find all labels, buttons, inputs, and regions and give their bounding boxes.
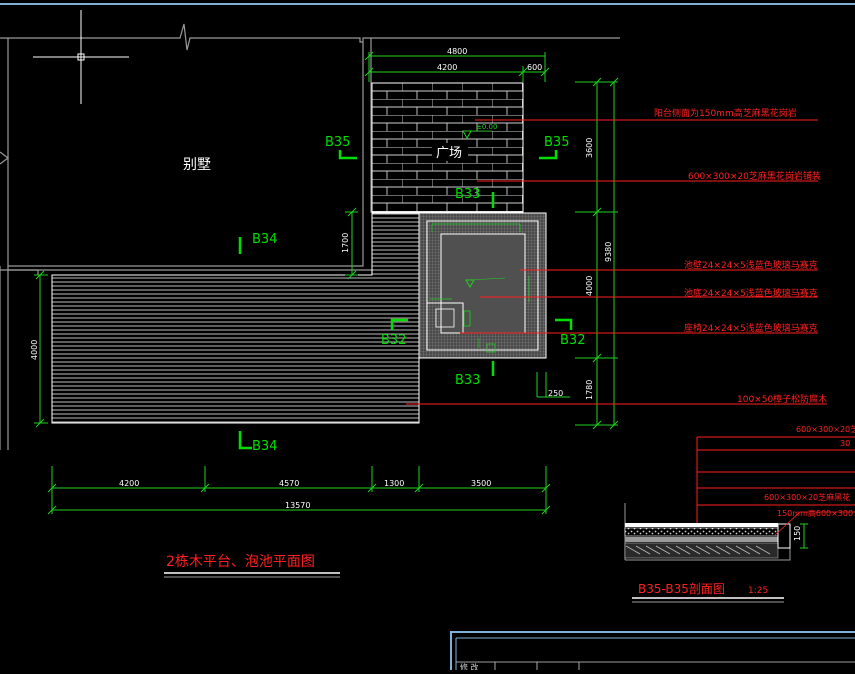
section-text-2: 30 [840, 439, 850, 448]
dimension-lines [34, 51, 619, 515]
title-block: 修 改 [450, 631, 855, 674]
section-markers [238, 150, 573, 450]
annotation-pine-wood: 100×50樟子松防腐木 [737, 393, 827, 405]
dim-bottom-1300: 1300 [384, 479, 404, 488]
dim-bottom-4200: 4200 [119, 479, 139, 488]
section-marker-texts: B35 B35 B34 B34 B33 B33 B32 B32 [252, 135, 585, 454]
marker-b32-right: B32 [560, 333, 585, 348]
marker-b32-left: B32 [381, 333, 406, 348]
dim-top-right: 600 [527, 63, 542, 72]
pool [418, 212, 547, 359]
dim-right-4000: 4000 [585, 276, 594, 296]
section-title-text: B35-B35剖面图 [638, 582, 725, 596]
plan-title: 2栋木平台、泡池平面图 [164, 553, 340, 578]
dim-left-4000: 4000 [30, 340, 39, 360]
dim-bottom-total: 13570 [285, 501, 310, 510]
marker-b35-left: B35 [325, 135, 350, 150]
dim-bottom-4570: 4570 [279, 479, 299, 488]
annotation-seat-mosaic: 座椅24×24×5浅蓝色玻璃马赛克 [684, 322, 818, 334]
dim-right-1780: 1780 [585, 380, 594, 400]
section-text-1: 600×300×20芝 [796, 424, 855, 434]
dim-right-3600: 3600 [585, 138, 594, 158]
marker-b34-bottom: B34 [252, 439, 277, 454]
plaza-level-text: ±0.00 [476, 123, 497, 131]
marker-b33-top: B33 [455, 187, 480, 202]
dim-right-9380: 9380 [604, 242, 613, 262]
plaza-label-bg [432, 143, 468, 161]
dim-1700: 1700 [341, 233, 350, 253]
villa-label: 别墅 [183, 157, 211, 173]
plan-title-text: 2栋木平台、泡池平面图 [166, 553, 315, 570]
plaza-label: 广场 [436, 146, 462, 161]
dim-top-total: 4800 [447, 47, 467, 56]
section-scale-text: 1:25 [748, 586, 768, 596]
dim-right-250: 250 [548, 389, 563, 398]
leader-lines [406, 119, 827, 405]
title-block-cell: 修 改 [460, 662, 479, 670]
annotation-balcony-granite: 阳台侧面为150mm高芝麻黑花岗岩 [654, 107, 797, 119]
dimension-texts: 4800 4200 600 3600 9380 4000 1780 250 40… [30, 47, 613, 510]
crosshair-cursor-icon [33, 10, 129, 104]
section-text-3: 600×300×20芝麻黑花 [764, 492, 850, 502]
marker-b33-bottom: B33 [455, 373, 480, 388]
marker-b34-top: B34 [252, 232, 277, 247]
wood-deck [51, 212, 420, 424]
section-dim-150: 150 [793, 526, 802, 541]
dim-bottom-3500: 3500 [471, 479, 491, 488]
marker-b35-right: B35 [544, 135, 569, 150]
plaza-level-mark: ±0.00 [462, 123, 497, 140]
annotation-granite-paving: 600×300×20芝麻黑花岗岩铺装 [688, 170, 821, 182]
annotation-pool-wall-mosaic: 池壁24×24×5浅蓝色玻璃马赛克 [684, 259, 818, 271]
annotation-texts: 阳台侧面为150mm高芝麻黑花岗岩 600×300×20芝麻黑花岗岩铺装 池壁2… [654, 107, 827, 405]
section-text-4: 150mm高600×300× [777, 508, 855, 518]
section-detail: 150 600×300×20芝 30 600×300×20芝麻黑花 150mm高… [624, 424, 855, 603]
annotation-pool-floor-mosaic: 池底24×24×5浅蓝色玻璃马赛克 [684, 287, 818, 299]
dim-top-left: 4200 [437, 63, 457, 72]
